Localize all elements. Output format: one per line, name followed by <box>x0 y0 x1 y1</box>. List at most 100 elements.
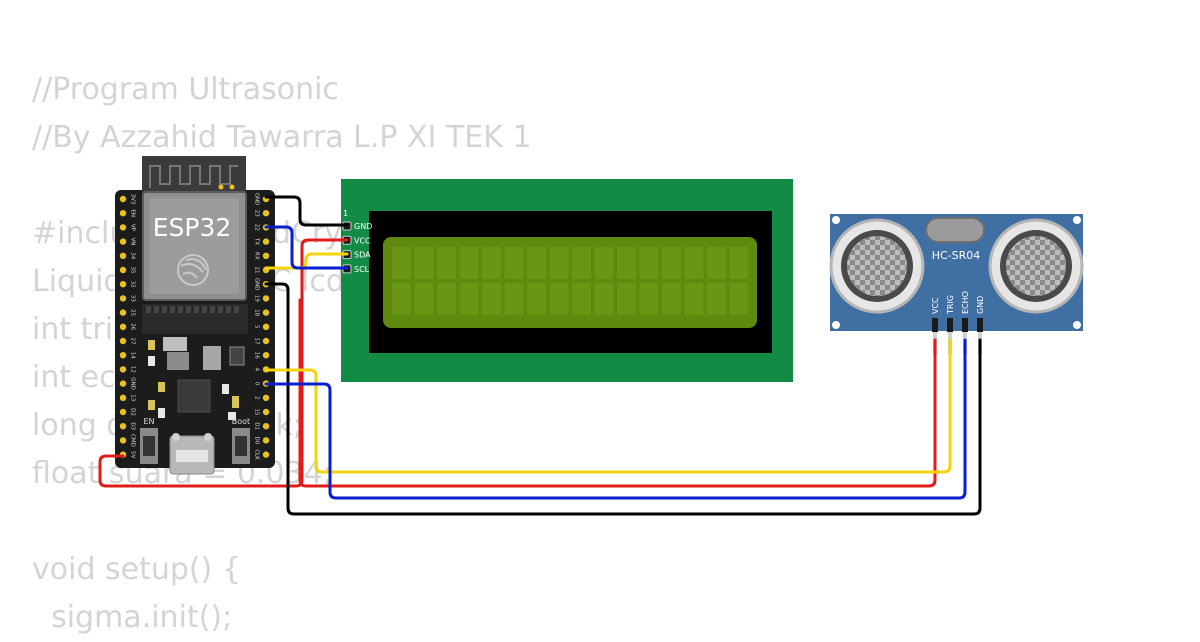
esp32-pin[interactable] <box>119 210 127 217</box>
esp32-pin[interactable] <box>262 408 270 416</box>
lcd-pin-label: GND <box>354 222 372 231</box>
esp32-pin-label: 18 <box>254 309 260 316</box>
esp32-pin-label: 14 <box>130 352 136 359</box>
wire-sensor-echo[interactable] <box>264 338 967 500</box>
lcd-cell <box>527 247 546 279</box>
esp32-pin-label: D2 <box>130 408 136 416</box>
wire-lcd-scl[interactable] <box>264 225 349 270</box>
esp32-pin[interactable] <box>262 337 270 345</box>
wire-lcd-sda[interactable] <box>264 252 349 270</box>
esp32-pin-label: 35 <box>130 267 136 274</box>
lcd-cell <box>684 283 704 315</box>
esp32-pin[interactable] <box>262 323 270 330</box>
lcd-cell <box>594 283 614 315</box>
esp32-pin[interactable] <box>262 252 270 259</box>
sensor-pin[interactable] <box>947 318 953 332</box>
wire-sensor-gnd[interactable] <box>264 282 982 516</box>
lcd-cell <box>729 283 749 315</box>
esp32-pin[interactable] <box>119 252 127 259</box>
code-line: sigma.init(); <box>32 600 233 635</box>
lcd-cell <box>437 247 456 279</box>
esp32-pin[interactable] <box>262 238 270 245</box>
esp32-pin[interactable] <box>119 408 127 416</box>
esp32-pin[interactable] <box>119 238 127 245</box>
esp32-pin-label: TX <box>254 237 260 245</box>
antenna-trace <box>149 165 238 188</box>
esp32-pin-label: 4 <box>254 368 260 372</box>
wire-lcd-gnd[interactable] <box>264 195 349 227</box>
sensor-pin-label: GND <box>976 296 985 314</box>
esp32-pin-label: 15 <box>254 409 260 416</box>
boot-button[interactable] <box>232 428 250 464</box>
esp32-pin-label: GND <box>130 377 136 390</box>
lcd-cell <box>684 247 704 279</box>
esp32-pin[interactable] <box>262 451 270 458</box>
esp32-pin-label: 5V <box>130 451 136 458</box>
lcd-cell <box>549 283 569 315</box>
esp32-pin-label: GND <box>254 278 260 291</box>
lcd-cell <box>459 247 479 279</box>
esp32-pin[interactable] <box>119 366 127 373</box>
esp32-pin[interactable] <box>119 266 127 274</box>
lcd-cell <box>662 247 681 279</box>
esp32-pin[interactable] <box>262 437 270 444</box>
esp32-pin-label: 19 <box>254 295 260 302</box>
lcd-cell <box>617 283 636 315</box>
esp32-pin[interactable] <box>262 295 270 302</box>
wire-lcd-vcc[interactable] <box>98 238 349 488</box>
en-button[interactable] <box>140 428 158 464</box>
lcd-cell <box>504 283 524 315</box>
esp32-pin[interactable] <box>262 352 270 359</box>
sensor-label: HC-SR04 <box>932 249 981 262</box>
wire-sensor-trig[interactable] <box>264 338 952 474</box>
esp32-pin[interactable] <box>119 224 127 231</box>
code-line: void setup() { <box>32 552 241 587</box>
esp32-pin[interactable] <box>119 309 127 316</box>
lcd-cell <box>482 283 501 315</box>
esp32-pin-label: 13 <box>130 394 136 401</box>
sensor-pin[interactable] <box>962 318 968 332</box>
esp32-pin-label: GND <box>254 193 260 206</box>
sensor-pin-label: VCC <box>931 297 940 314</box>
esp32-pin-label: RX <box>254 252 260 260</box>
esp32-right-header <box>262 195 270 458</box>
lcd-pin-label: SDA <box>354 251 371 260</box>
esp32-pin[interactable] <box>119 295 127 302</box>
esp32-pin[interactable] <box>119 380 127 387</box>
esp32-pin[interactable] <box>119 195 127 203</box>
wires <box>98 195 982 516</box>
sensor-pin[interactable] <box>932 318 938 332</box>
esp32-pin[interactable] <box>119 281 127 288</box>
lcd-cell <box>504 247 524 279</box>
lcd-cell <box>392 247 411 279</box>
esp32-pin[interactable] <box>262 309 270 316</box>
wire-sensor-vcc[interactable] <box>298 298 937 488</box>
code-line: //By Azzahid Tawarra L.P XI TEK 1 <box>32 120 532 155</box>
esp32-pin[interactable] <box>119 437 127 444</box>
esp32-pin[interactable] <box>119 337 127 345</box>
esp32-pin[interactable] <box>119 423 127 430</box>
esp32-pin[interactable] <box>262 423 270 430</box>
lcd-pin-label: SCL <box>354 265 370 274</box>
esp32-board[interactable]: ESP32 3V3ENVPVN343532332526271412GND13D2… <box>115 156 275 475</box>
esp32-pin-label: 3V3 <box>130 194 136 205</box>
esp32-pin-label: 5 <box>254 325 260 329</box>
sensor-pin-label: TRIG <box>946 295 955 315</box>
esp32-pin-label: 0 <box>254 382 260 386</box>
esp32-label: ESP32 <box>153 213 232 242</box>
esp32-pin-label: 25 <box>130 309 136 316</box>
esp32-pin[interactable] <box>262 210 270 217</box>
esp32-pin[interactable] <box>119 323 127 330</box>
esp32-pin[interactable] <box>119 352 127 359</box>
esp32-left-header <box>119 195 127 458</box>
lcd-cell <box>594 247 614 279</box>
lcd-cell <box>639 247 659 279</box>
sensor-pin[interactable] <box>977 318 983 332</box>
esp32-pin[interactable] <box>262 394 270 401</box>
lcd-cell <box>707 283 726 315</box>
esp32-pin[interactable] <box>119 394 127 401</box>
